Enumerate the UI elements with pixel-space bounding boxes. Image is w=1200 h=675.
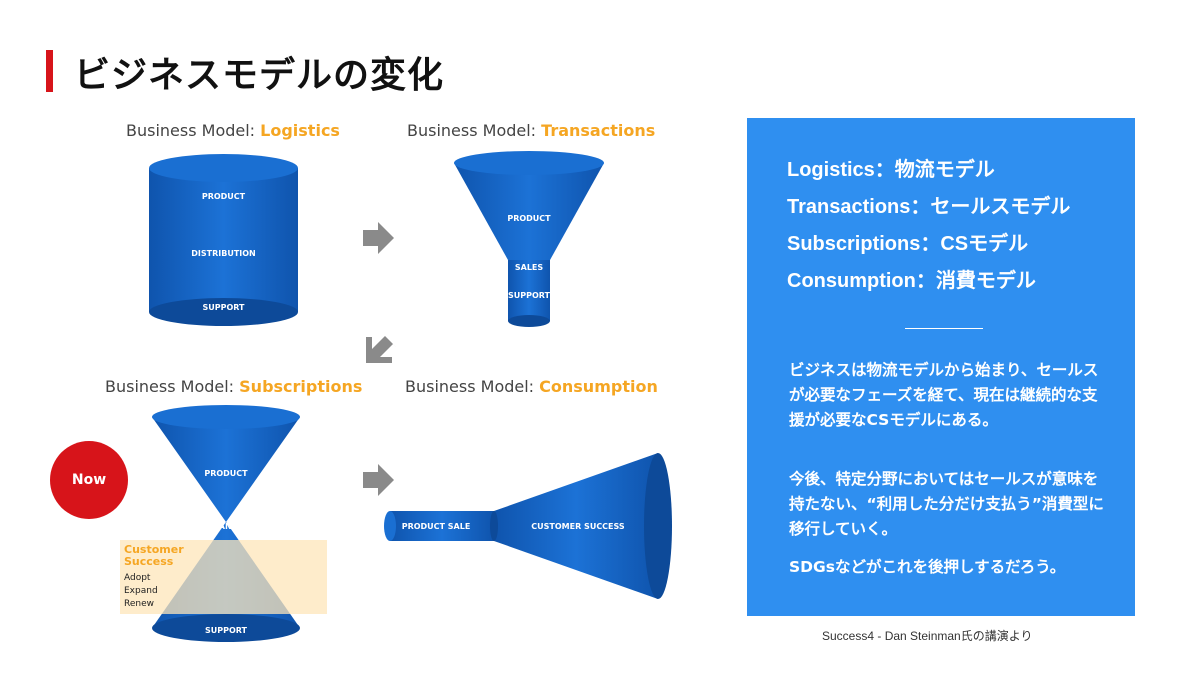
definition-item: Consumption：消費モデル: [787, 270, 1036, 292]
logistics-model-label: Business Model: Logistics: [126, 121, 340, 140]
slide-title: ビジネスモデルの変化: [74, 55, 445, 96]
logistics-label-distribution: DISTRIBUTION: [191, 249, 256, 258]
transactions-label-sales: SALES: [515, 263, 544, 272]
arrow-down-left-icon: [366, 336, 396, 363]
definition-item: Subscriptions：CSモデル: [787, 233, 1029, 255]
now-badge: Now: [50, 441, 128, 519]
model-label-prefix: Business Model:: [405, 377, 540, 396]
definition-item: Logistics：物流モデル: [787, 159, 995, 181]
logistics-label-product: PRODUCT: [202, 192, 246, 201]
consumption-model-label: Business Model: Consumption: [405, 377, 658, 396]
panel-paragraph: ビジネスは物流モデルから始まり、セールスが必要なフェーズを経て、現在は継続的な支…: [789, 361, 1099, 429]
consumption-label-product-sale: PRODUCT SALE: [402, 522, 471, 531]
transactions-model-name: Transactions: [541, 121, 656, 140]
customer-success-item: Expand: [124, 586, 158, 596]
subscriptions-model-name: Subscriptions: [239, 377, 363, 396]
arrow-right-icon: [363, 464, 394, 496]
consumption-model-name: Consumption: [539, 377, 658, 396]
customer-success-item: Renew: [124, 599, 154, 609]
customer-success-title: Customer Success: [124, 543, 184, 568]
customer-success-list: Adopt Expand Renew: [124, 572, 158, 611]
source-caption: Success4 - Dan Steinman氏の講演より: [822, 629, 1033, 643]
title-accent-bar: [46, 50, 53, 92]
transactions-funnel: PRODUCT SALES SUPPORT: [454, 151, 604, 327]
subscriptions-label-support: SUPPORT: [205, 626, 248, 635]
transactions-model-label: Business Model: Transactions: [407, 121, 655, 140]
info-panel: Logistics：物流モデル Transactions：セールスモデル Sub…: [747, 118, 1135, 616]
logistics-label-support: SUPPORT: [202, 303, 245, 312]
customer-success-highlight: [120, 540, 327, 614]
customer-success-item: Adopt: [124, 573, 151, 583]
model-label-prefix: Business Model:: [105, 377, 240, 396]
subscriptions-label-product: PRODUCT: [204, 469, 248, 478]
logistics-model-name: Logistics: [260, 121, 340, 140]
arrow-right-icon: [363, 222, 394, 254]
subscriptions-label-land: LAND: [214, 522, 239, 531]
model-label-prefix: Business Model:: [407, 121, 542, 140]
panel-divider: [905, 328, 983, 329]
model-definitions-list: Logistics：物流モデル Transactions：セールスモデル Sub…: [787, 152, 1070, 300]
business-model-diagram: PRODUCT DISTRIBUTION SUPPORT PRODUCT SAL…: [149, 151, 672, 642]
model-label-prefix: Business Model:: [126, 121, 261, 140]
transactions-label-product: PRODUCT: [507, 214, 551, 223]
logistics-cylinder: PRODUCT DISTRIBUTION SUPPORT: [149, 154, 298, 326]
consumption-horn: PRODUCT SALE CUSTOMER SUCCESS: [384, 453, 672, 599]
definition-item: Transactions：セールスモデル: [787, 196, 1071, 218]
consumption-label-customer-success: CUSTOMER SUCCESS: [531, 522, 625, 531]
subscriptions-model-label: Business Model: Subscriptions: [105, 377, 362, 396]
transactions-label-support: SUPPORT: [508, 291, 551, 300]
panel-paragraph: 今後、特定分野においてはセールスが意味を持たない、“利用した分だけ支払う”消費型…: [789, 470, 1104, 538]
panel-paragraph: SDGsなどがこれを後押しするだろう。: [789, 558, 1066, 576]
